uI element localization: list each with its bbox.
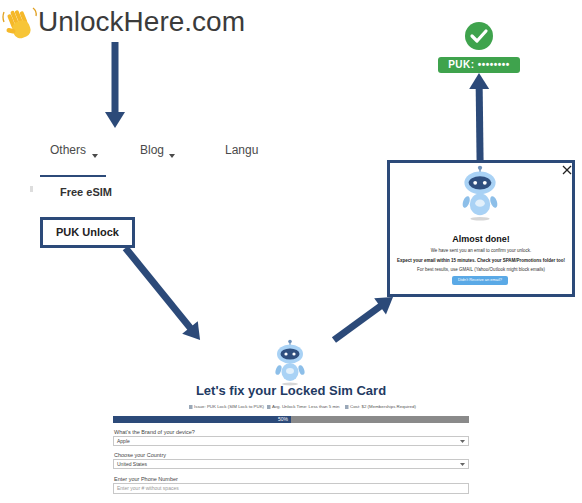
input-field: Enter your Phone NumberEnter your # with… <box>113 483 469 494</box>
field-placeholder: Enter your # without spaces <box>117 486 179 492</box>
arrow-shaft <box>126 248 192 329</box>
field-value: Apple <box>117 439 130 445</box>
logo-node: UnlockHere.com <box>38 6 253 42</box>
form-title: Let's fix your Locked Sim Card <box>112 384 470 399</box>
menu-active-underline <box>40 175 106 177</box>
wave-motion-line <box>33 8 36 16</box>
arrow-head <box>469 73 489 89</box>
field-label: Choose your Country <box>114 452 166 458</box>
puk-result-badge: PUK: •••••••• <box>438 57 520 73</box>
modal-heading: Almost done! <box>390 234 572 244</box>
form-info: Issue: PUK Lock (SIM Lock to PUK) <box>194 404 264 409</box>
dropdown-item: PUK Unlock <box>43 226 132 239</box>
menu-item: Blog <box>140 144 164 158</box>
flow-arrow <box>334 297 393 340</box>
flow-arrow <box>105 42 125 128</box>
select-field: What's the Brand of your device?Apple <box>113 436 469 446</box>
modal-button: Didn't Receive an email? <box>452 276 508 285</box>
logo-text: UnlockHere.com <box>38 6 245 38</box>
highlighted-menu-item: PUK Unlock <box>40 217 135 248</box>
select-field: Choose your CountryUnited States <box>113 459 469 469</box>
field-label: What's the Brand of your device? <box>114 429 195 435</box>
unlock-form: Let's fix your Locked Sim CardIssue: PUK… <box>112 340 470 503</box>
button-label: Didn't Receive an email? <box>452 278 508 283</box>
form-info: Avg. Unlock Time: Less than 5 min <box>272 404 340 409</box>
wave-motion-line <box>3 12 4 22</box>
arrow-shaft <box>476 87 484 160</box>
progress-label: 50% <box>263 417 303 423</box>
confirmation-modal: Almost done! We have sent you an email to… <box>387 160 575 297</box>
menu-screenshot: Others Blog LanguFree eSIM PUK Unlock <box>28 128 268 253</box>
modal-text: For best results, use GMAIL (Yahoo/Outlo… <box>390 267 572 272</box>
field-label: Enter your Phone Number <box>114 476 178 482</box>
form-info: Cost: $2 (Memberships Required) <box>350 404 416 409</box>
field-value: United States <box>117 462 147 468</box>
dropdown-item: Free eSIM <box>60 186 112 199</box>
puk-code: PUK: •••••••• <box>438 59 520 71</box>
dropdown-caret <box>92 154 98 158</box>
close-icon <box>563 166 571 174</box>
info-icon <box>345 405 349 409</box>
modal-text: Expect your email within 15 minutes. Che… <box>390 258 572 263</box>
hand-thumb <box>6 28 16 34</box>
info-icon <box>189 405 193 409</box>
select-caret <box>460 463 465 466</box>
success-check-mark <box>472 31 486 41</box>
dropdown-shadow <box>30 186 33 192</box>
dropdown-caret <box>169 154 175 158</box>
arrow-head <box>374 297 393 315</box>
arrow-head <box>105 112 125 128</box>
arrow-head <box>182 321 200 340</box>
robot-illustration <box>274 340 305 386</box>
flow-arrow <box>126 248 201 340</box>
modal-text: We have sent you an email to confirm you… <box>390 248 572 253</box>
select-caret <box>460 440 465 443</box>
arrow-shaft <box>334 305 382 340</box>
success-check-circle <box>465 22 493 50</box>
robot-illustration <box>461 166 499 221</box>
menu-item: Langu <box>225 144 258 158</box>
menu-item: Others <box>50 144 86 158</box>
flow-arrow <box>469 73 489 160</box>
info-icon <box>267 405 271 409</box>
arrow-shaft <box>111 42 118 114</box>
progress-bar: 50% <box>113 416 469 423</box>
wave-hand-icon <box>0 7 33 43</box>
close-icon <box>563 166 571 174</box>
